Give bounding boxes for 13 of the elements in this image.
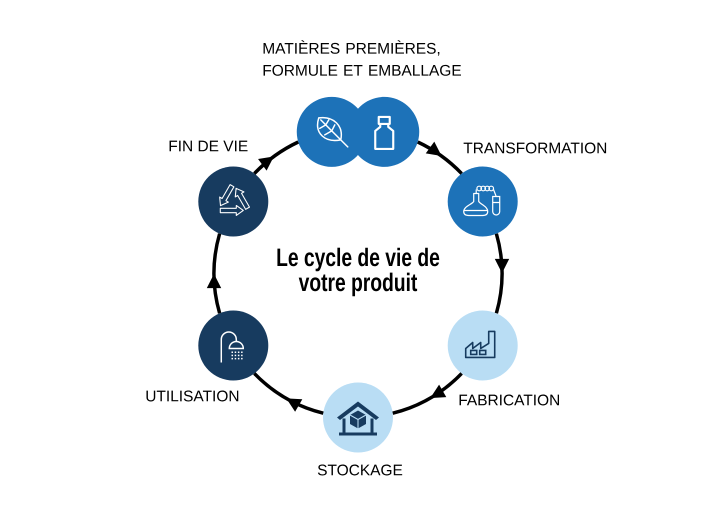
step-label: FABRICATION xyxy=(460,394,559,406)
arrow xyxy=(392,372,463,415)
step-label: TRANSFORMATION xyxy=(464,142,606,154)
step-label: STOCKAGE xyxy=(318,464,402,476)
title: Le cycle de vie de votre produit xyxy=(277,248,440,296)
arrow xyxy=(253,140,300,175)
arrow xyxy=(206,233,222,314)
step-label: MATIÈRES PREMIÈRES, FORMULE ET EMBALLAGE xyxy=(264,40,461,76)
step-label: UTILISATION xyxy=(146,390,238,402)
arrow xyxy=(417,140,463,175)
arrow xyxy=(494,233,510,314)
arrow xyxy=(253,372,324,415)
step-label: FIN DE VIE xyxy=(170,140,248,152)
